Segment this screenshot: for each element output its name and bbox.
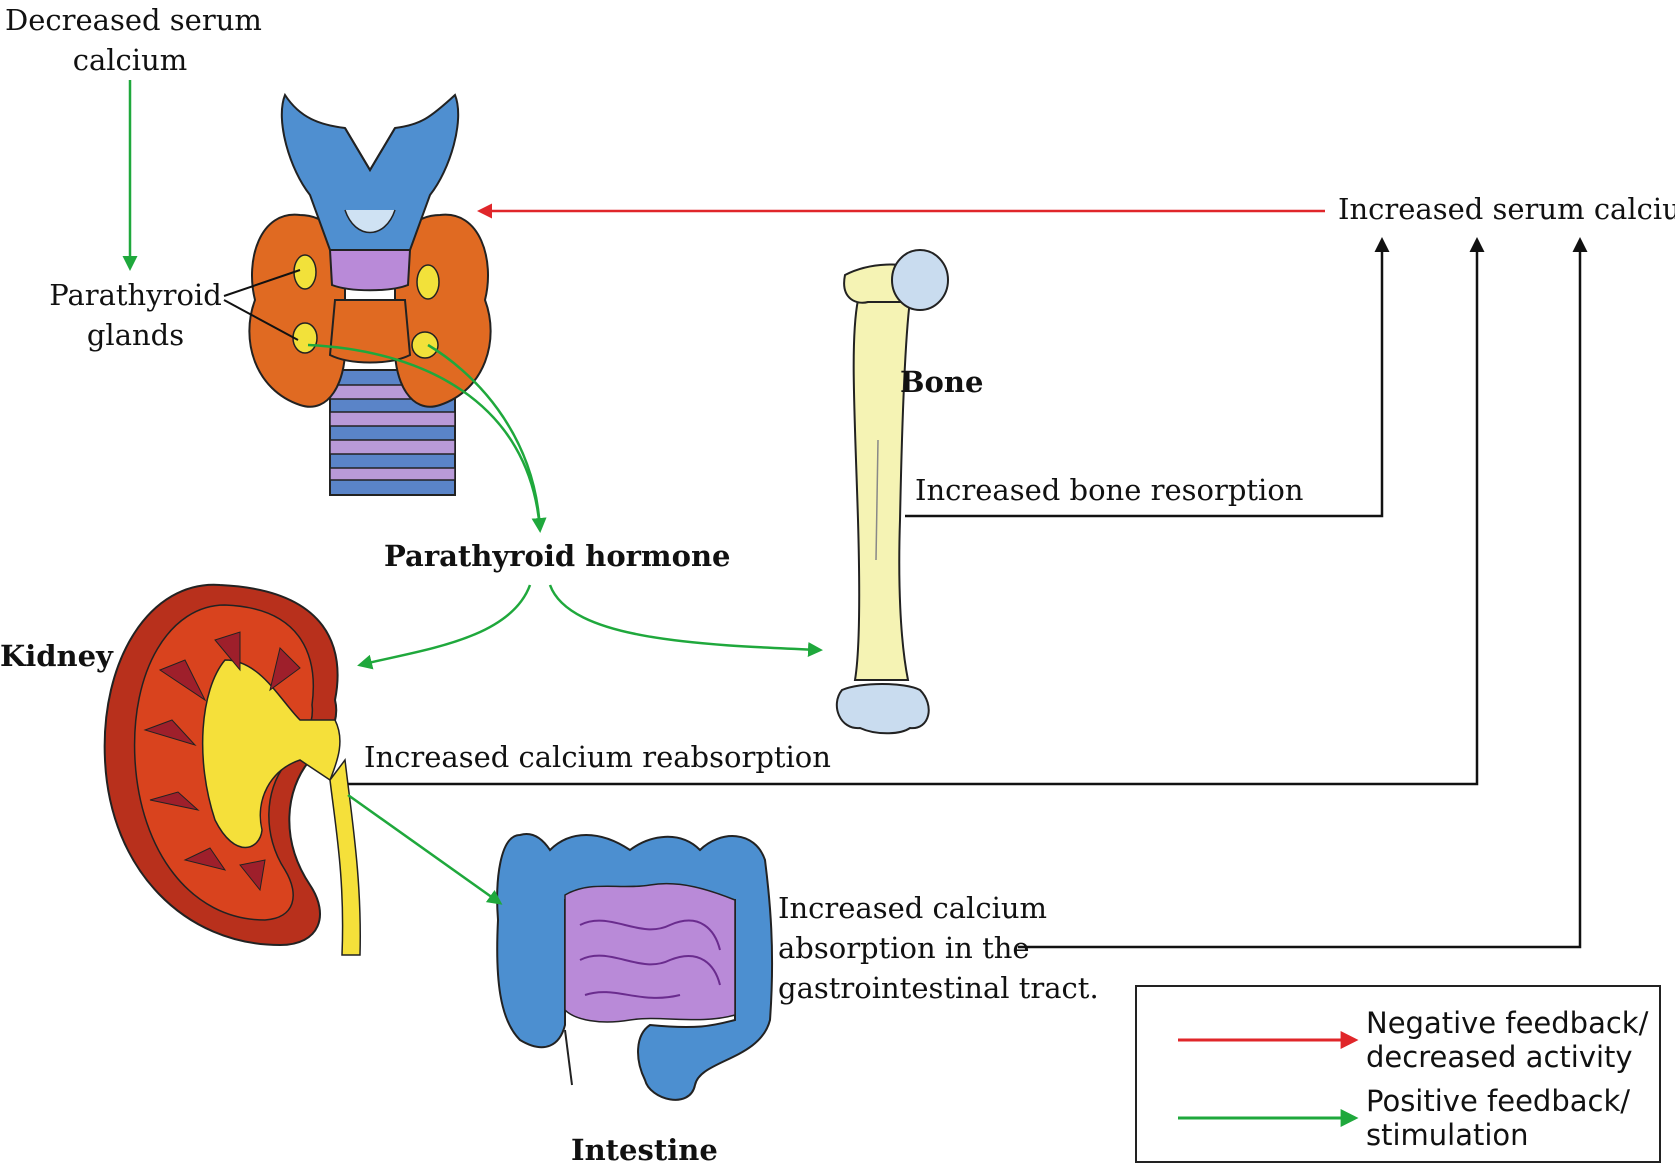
intestine-illustration xyxy=(496,832,774,1101)
label-gi-absorption: Increased calcium absorption in the gast… xyxy=(778,888,1099,1008)
label-decreased-serum-calcium-line2: calcium xyxy=(72,43,188,77)
label-parathyroid-glands-line2: glands xyxy=(86,318,185,352)
legend-positive-label: Positive feedback/ stimulation xyxy=(1366,1084,1630,1152)
label-parathyroid-glands-line1: Parathyroid xyxy=(49,278,222,312)
label-bone: Bone xyxy=(900,365,984,399)
arrow-gland2-to-pth xyxy=(427,343,542,531)
thyroid-illustration xyxy=(248,92,492,496)
label-increased-serum-calcium: Increased serum calcium xyxy=(1338,192,1675,226)
label-increased-calcium-reabsorption: Increased calcium reabsorption xyxy=(364,740,831,774)
legend-positive-line1: Positive feedback/ xyxy=(1366,1084,1631,1118)
line-intestine-to-serum xyxy=(1018,237,1588,949)
label-gi-absorption-line3: gastrointestinal tract. xyxy=(778,971,1099,1005)
label-kidney: Kidney xyxy=(0,639,113,673)
bone-illustration xyxy=(835,249,949,735)
label-parathyroid-glands: Parathyroid glands xyxy=(48,275,223,355)
arrow-kidney-to-intestine xyxy=(347,793,503,905)
arrow-pth-to-bone xyxy=(548,584,823,657)
kidney-illustration xyxy=(103,583,361,956)
arrow-gland1-to-pth xyxy=(307,343,547,533)
label-decreased-serum-calcium: Decreased serum calcium xyxy=(5,0,262,80)
parathyroid-pointer-lines xyxy=(223,269,301,341)
legend-negative-line1: Negative feedback/ xyxy=(1366,1006,1649,1040)
label-gi-absorption-line1: Increased calcium xyxy=(778,891,1048,925)
legend-positive-line2: stimulation xyxy=(1366,1118,1529,1152)
legend xyxy=(1135,985,1661,1163)
arrow-pth-to-kidney xyxy=(357,584,532,670)
line-kidney-to-serum xyxy=(348,237,1485,786)
legend-negative-line2: decreased activity xyxy=(1366,1040,1633,1074)
label-gi-absorption-line2: absorption in the xyxy=(778,931,1030,965)
label-increased-bone-resorption: Increased bone resorption xyxy=(915,473,1304,507)
label-intestine: Intestine xyxy=(571,1133,718,1167)
label-decreased-serum-calcium-line1: Decreased serum xyxy=(5,3,262,37)
label-parathyroid-hormone: Parathyroid hormone xyxy=(384,539,731,573)
line-bone-to-serum xyxy=(905,237,1390,518)
legend-negative-label: Negative feedback/ decreased activity xyxy=(1366,1006,1648,1074)
